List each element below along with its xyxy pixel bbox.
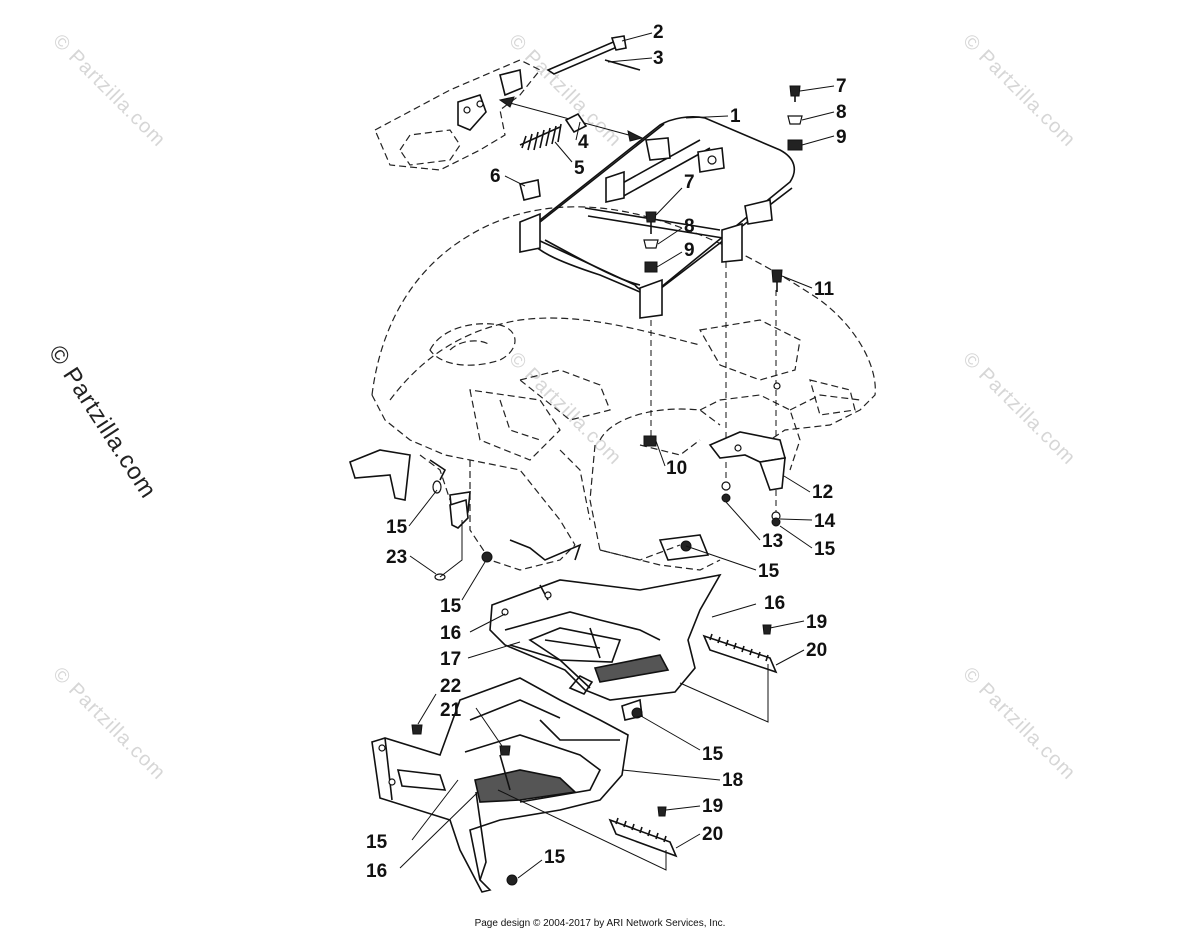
- callout-label: 21: [440, 700, 462, 721]
- callout-label: 20: [702, 824, 723, 845]
- right-footwell: [489, 573, 722, 721]
- callout-label: 16: [366, 861, 387, 882]
- callout-label: 9: [836, 127, 847, 148]
- callout-label: 8: [836, 102, 847, 123]
- footpeg-lower: [608, 806, 678, 858]
- callout-label: 2: [653, 22, 664, 43]
- callout-label: 11: [814, 279, 835, 300]
- page-footer: Page design © 2004-2017 by ARI Network S…: [474, 918, 726, 929]
- callout-label: 19: [702, 796, 723, 817]
- callout-label: 1: [730, 106, 741, 127]
- callout-label: 15: [440, 596, 462, 617]
- hardware-stack-upper-right: [787, 85, 803, 151]
- watermark-layer: © Partzilla.com © Partzilla.com © Partzi…: [48, 30, 1079, 784]
- callout-label: 8: [684, 216, 695, 237]
- callout-label: 12: [812, 482, 833, 503]
- callout-label: 19: [806, 612, 827, 633]
- rear-fender-body: [349, 206, 876, 571]
- left-footwell: [371, 677, 629, 893]
- callout-label: 15: [366, 832, 388, 853]
- callout-label: 10: [666, 458, 687, 479]
- callout-label: 20: [806, 640, 827, 661]
- watermark: © Partzilla.com: [958, 348, 1079, 469]
- callout-label: 15: [702, 744, 724, 765]
- callout-label: 3: [653, 48, 664, 69]
- callout-label: 9: [684, 240, 695, 261]
- seat-latch-assembly: [374, 35, 644, 171]
- callout-label: 15: [544, 847, 566, 868]
- callout-label: 4: [578, 132, 589, 153]
- callout-label: 17: [440, 649, 461, 670]
- callout-label: 18: [722, 770, 743, 791]
- callout-label: 13: [762, 531, 783, 552]
- callout-label: 16: [764, 593, 785, 614]
- bracket: [708, 431, 787, 491]
- spring: [519, 123, 562, 151]
- callout-label: 7: [836, 76, 847, 97]
- watermark: © Partzilla.com: [958, 663, 1079, 784]
- side-watermark: © Partzilla.com: [43, 341, 162, 504]
- callout-label: 6: [490, 166, 501, 187]
- callout-label: 7: [684, 172, 695, 193]
- callout-label: 15: [814, 539, 836, 560]
- hardware-stack-center: [643, 211, 659, 273]
- watermark: © Partzilla.com: [48, 30, 169, 151]
- callout-labels: 2 3 1 4 5 6 7 8 9 7 8 9 11 10 12 13 14 1…: [366, 22, 847, 882]
- rear-rack: [519, 116, 796, 319]
- rivet-bracket: [432, 480, 469, 581]
- callout-label: 16: [440, 623, 461, 644]
- callout-label: 5: [574, 158, 585, 179]
- callout-label: 22: [440, 676, 461, 697]
- callout-label: 15: [386, 517, 408, 538]
- callout-label: 15: [758, 561, 780, 582]
- callout-label: 23: [386, 547, 407, 568]
- leader-lines: [399, 32, 835, 879]
- footpeg-upper: [702, 624, 778, 674]
- watermark: © Partzilla.com: [958, 30, 1079, 151]
- callout-label: 14: [814, 511, 836, 532]
- watermark: © Partzilla.com: [48, 663, 169, 784]
- watermark: © Partzilla.com: [504, 348, 625, 469]
